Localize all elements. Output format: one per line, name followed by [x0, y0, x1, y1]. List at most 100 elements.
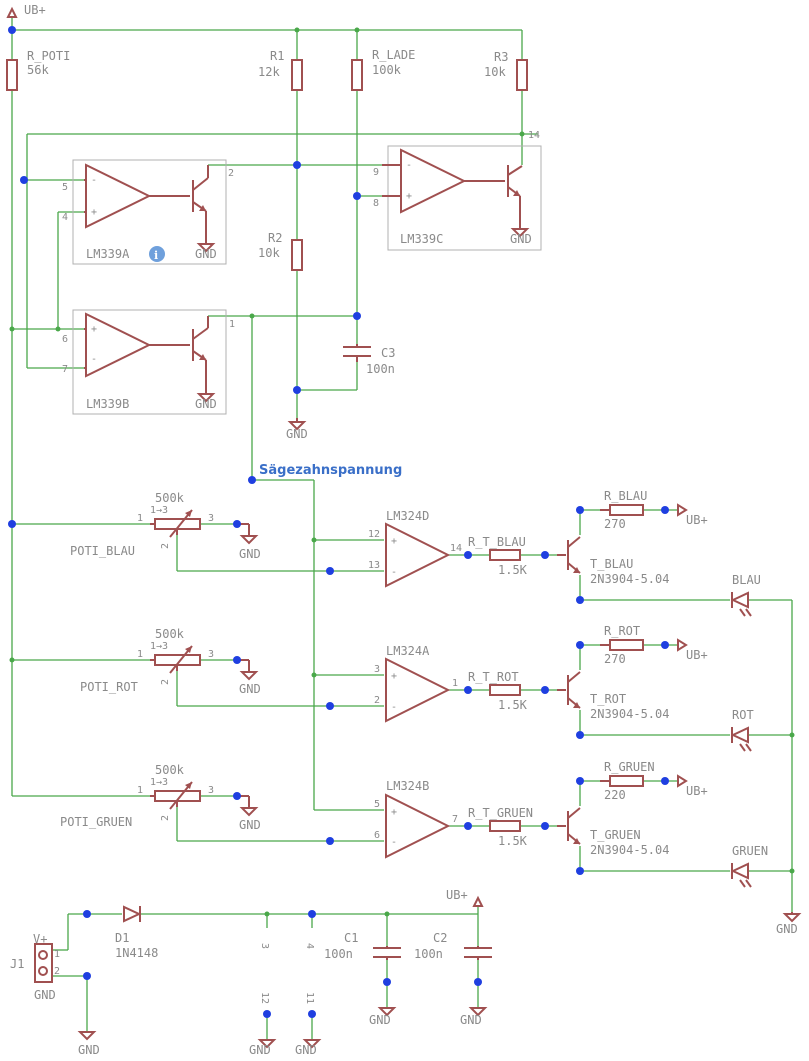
minus-sign: - [391, 837, 397, 848]
resistor-r-rot [609, 639, 644, 651]
gnd-label: GND [369, 1013, 391, 1027]
poti-gruen-name: POTI_GRUEN [60, 815, 132, 829]
c3-name: C3 [381, 346, 395, 360]
r-t-rot-name: R_T_ROT [468, 670, 519, 684]
r-gruen-name: R_GRUEN [604, 760, 655, 774]
t-gruen-name: T_GRUEN [590, 828, 641, 842]
r-blau-value: 270 [604, 517, 626, 531]
plus-sign: + [91, 207, 97, 218]
pin-number: 2 [160, 815, 171, 821]
gnd-label: GND [249, 1043, 271, 1057]
r-poti-name: R_POTI [27, 49, 70, 63]
opamp-lm324a [385, 657, 451, 723]
r-t-gruen-name: R_T_GRUEN [468, 806, 533, 820]
minus-sign: - [391, 567, 397, 578]
d1-value: 1N4148 [115, 946, 158, 960]
gnd-symbol [287, 421, 307, 431]
ground-symbols [77, 225, 802, 1049]
pin-number: 14 [450, 543, 462, 554]
gnd-symbol [196, 393, 216, 403]
ub-plus-label: UB+ [446, 888, 468, 902]
gnd-label: GND [239, 547, 261, 561]
lm339b-name: LM339B [86, 397, 129, 411]
info-icon[interactable]: i [149, 246, 165, 262]
gnd-label: GND [239, 682, 261, 696]
pin-number: 1 [54, 949, 60, 960]
pin-number: 2 [374, 695, 380, 706]
gnd-label: GND [286, 427, 308, 441]
resistor-r-t-blau [489, 549, 521, 561]
r2-value: 10k [258, 246, 280, 260]
led-blau-name: BLAU [732, 573, 761, 587]
comparator-lm339b [84, 312, 209, 390]
poti-blau [150, 509, 201, 538]
poti-blau-value: 500k [155, 491, 185, 505]
r1-name: R1 [270, 49, 284, 63]
pin-number: 4 [304, 943, 315, 949]
r-gruen-value: 220 [604, 788, 626, 802]
ub-plus-symbol-top [6, 6, 18, 18]
led-gruen-name: GRUEN [732, 844, 768, 858]
led-gruen [730, 862, 752, 888]
r3-name: R3 [494, 50, 508, 64]
c3-value: 100n [366, 362, 395, 376]
capacitor-c1 [373, 946, 401, 960]
gnd-label: GND [195, 397, 217, 411]
gnd-label: GND [34, 988, 56, 1002]
pin-number: 3 [208, 649, 214, 660]
capacitor-c3 [343, 344, 371, 362]
resistor-r-poti [6, 59, 18, 91]
diode-d1 [123, 905, 142, 923]
t-blau-name: T_BLAU [590, 557, 633, 571]
pin-number: 5 [374, 799, 380, 810]
opamp-lm324b [385, 793, 451, 859]
plus-sign: + [391, 671, 397, 682]
plus-sign: + [391, 536, 397, 547]
resistor-r-t-gruen [489, 820, 521, 832]
gnd-symbol [510, 228, 530, 238]
pin-number: 12 [368, 529, 380, 540]
poti-marking: 1→3 [150, 777, 168, 788]
pin-number: 1 [137, 785, 143, 796]
j1-name: J1 [10, 957, 24, 971]
gnd-symbol [239, 671, 259, 681]
poti-gruen-value: 500k [155, 763, 185, 777]
pin-number: 5 [62, 182, 68, 193]
pin-number: 1 [452, 678, 458, 689]
pin-number: 1 [137, 649, 143, 660]
pin-number: 2 [160, 679, 171, 685]
c1-name: C1 [344, 931, 358, 945]
gnd-symbol [377, 1007, 397, 1017]
plus-sign: + [91, 324, 97, 335]
gnd-symbol [257, 1039, 277, 1049]
gnd-label: GND [776, 922, 798, 936]
pin-number: 3 [208, 513, 214, 524]
r-t-blau-value: 1.5K [498, 563, 528, 577]
pin-number: 13 [368, 560, 380, 571]
gnd-label: GND [239, 818, 261, 832]
r-t-blau-name: R_T_BLAU [468, 535, 526, 549]
transistor-t-rot [557, 671, 581, 709]
lm324d-name: LM324D [386, 509, 429, 523]
r-blau-name: R_BLAU [604, 489, 647, 503]
gnd-symbol [302, 1039, 322, 1049]
gnd-label: GND [195, 247, 217, 261]
gnd-symbol [782, 913, 802, 923]
info-icon-glyph: i [154, 249, 158, 262]
d1-name: D1 [115, 931, 129, 945]
pin-number: 4 [62, 212, 68, 223]
poti-rot-value: 500k [155, 627, 185, 641]
r-poti-value: 56k [27, 63, 49, 77]
pin-number: 7 [452, 814, 458, 825]
c2-name: C2 [433, 931, 447, 945]
t-gruen-value: 2N3904-5.04 [590, 843, 669, 857]
resistor-r-lade [351, 59, 363, 91]
r2-name: R2 [268, 231, 282, 245]
minus-sign: - [391, 702, 397, 713]
c2-value: 100n [414, 947, 443, 961]
led-rot [730, 726, 752, 752]
resistor-r3 [516, 59, 528, 91]
r1-value: 12k [258, 65, 280, 79]
minus-sign: - [406, 160, 412, 171]
pin-number: 3 [208, 785, 214, 796]
